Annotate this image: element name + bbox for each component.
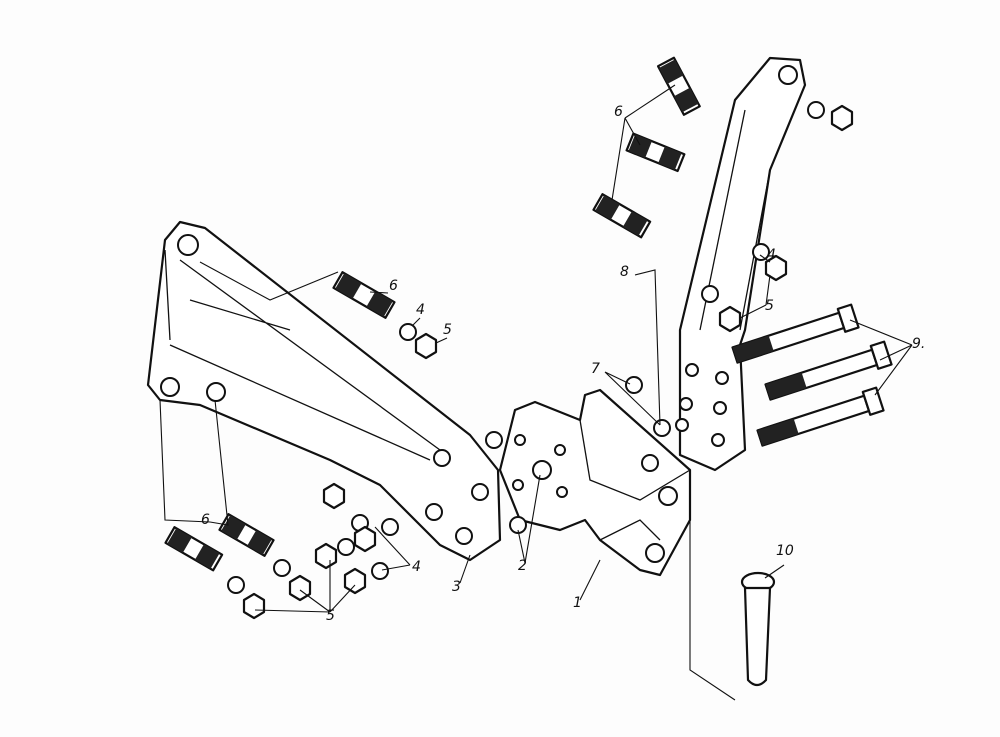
callout-6: 6 bbox=[389, 278, 398, 294]
callout-5: 5 bbox=[443, 322, 452, 338]
hitch-body bbox=[498, 388, 692, 577]
callout-1: 1 bbox=[573, 595, 582, 611]
studs bbox=[164, 56, 701, 572]
callout-8: 8 bbox=[620, 264, 629, 280]
callout-4: 4 bbox=[416, 302, 425, 318]
nuts bbox=[242, 104, 854, 620]
long-bolts bbox=[731, 303, 893, 447]
callout-6: 6 bbox=[201, 512, 210, 528]
callout-10: 10 bbox=[776, 543, 794, 559]
callout-4: 4 bbox=[412, 559, 421, 575]
callout-6: 6 bbox=[614, 104, 623, 120]
callout-7: 7 bbox=[591, 361, 600, 377]
callout-2: 2 bbox=[518, 558, 527, 574]
right-arm bbox=[675, 56, 807, 472]
callout-4: 4 bbox=[767, 247, 776, 263]
left-bracket bbox=[146, 220, 502, 562]
leader-lines bbox=[159, 84, 913, 613]
callout-5: 5 bbox=[326, 608, 335, 624]
callout-5: 5 bbox=[765, 298, 774, 314]
callout-3: 3 bbox=[452, 579, 461, 595]
callout-9: 9. bbox=[912, 336, 926, 352]
washers bbox=[227, 101, 825, 594]
pin bbox=[689, 480, 776, 701]
